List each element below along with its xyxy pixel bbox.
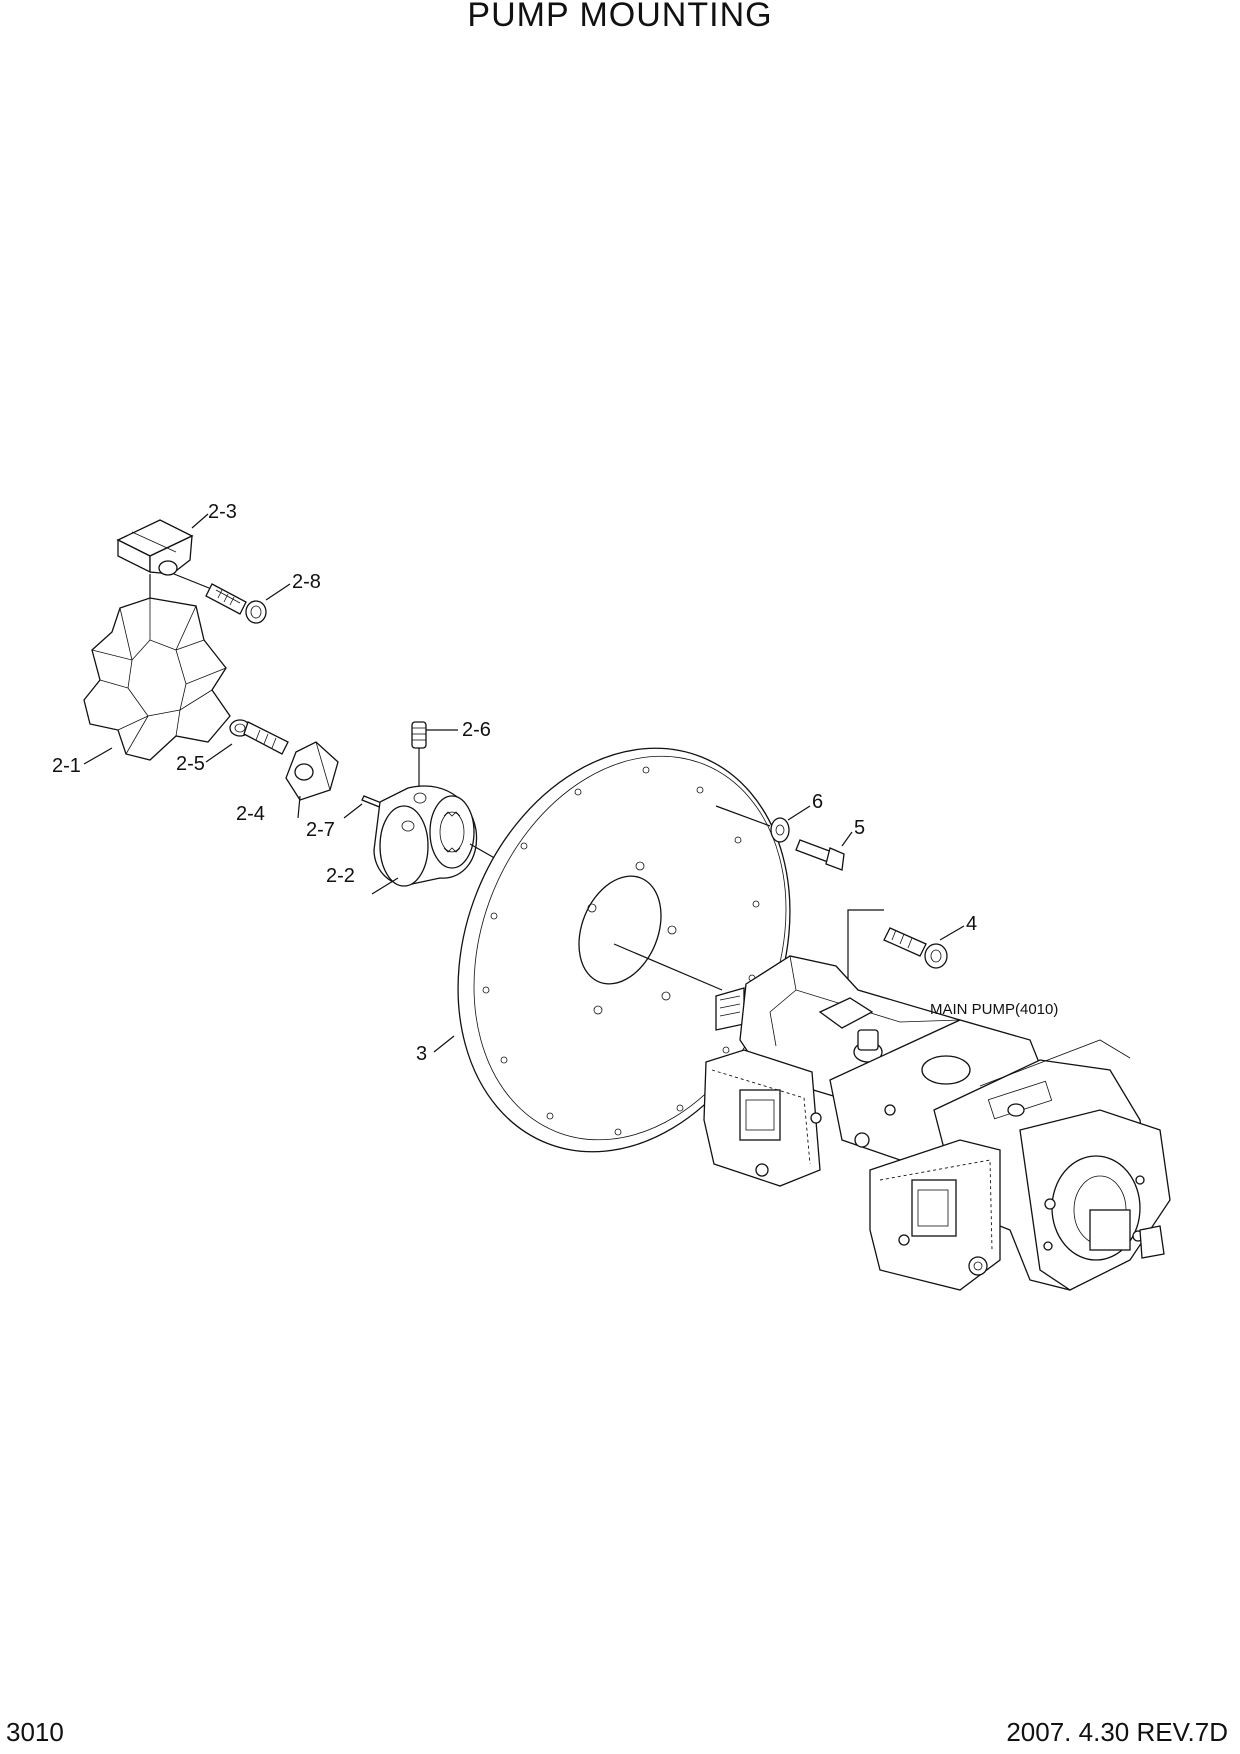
page-number: 3010 xyxy=(6,1717,64,1747)
leader-2-7 xyxy=(343,803,363,819)
callout-5: 5 xyxy=(854,817,865,839)
callout-2-6: 2-6 xyxy=(462,719,491,741)
leader-3 xyxy=(433,1035,455,1053)
callout-2-1: 2-1 xyxy=(52,755,81,777)
callout-2-5: 2-5 xyxy=(176,753,205,775)
axis-6 xyxy=(715,805,771,827)
callout-4: 4 xyxy=(966,913,977,935)
part-2-5-screw[interactable] xyxy=(229,719,289,755)
leader-2-4 xyxy=(297,795,301,819)
part-2-6-set-screw[interactable] xyxy=(411,721,427,749)
part-2-1-rubber-element[interactable] xyxy=(83,597,231,761)
leader-4 xyxy=(939,925,965,941)
leader-2-3 xyxy=(191,513,209,529)
callout-2-4: 2-4 xyxy=(236,803,265,825)
part-2-4-wedge[interactable] xyxy=(285,741,339,801)
callout-2-3: 2-3 xyxy=(208,501,237,523)
page-title: PUMP MOUNTING xyxy=(467,0,773,34)
revision-date: 2007. 4.30 REV.7D xyxy=(1006,1717,1228,1747)
part-3-flange-plate[interactable] xyxy=(400,698,849,1202)
leader-5 xyxy=(841,831,853,847)
part-6-washer[interactable] xyxy=(770,817,790,843)
leader-2-8 xyxy=(265,583,291,601)
axis-2-8 xyxy=(173,573,215,591)
leader-4-axis xyxy=(847,909,884,990)
part-2-2-hub[interactable] xyxy=(373,785,478,887)
axis-flange xyxy=(613,943,723,991)
main-pump-assembly[interactable] xyxy=(703,955,1171,1291)
callout-2-2: 2-2 xyxy=(326,865,355,887)
main-pump-label: MAIN PUMP(4010) xyxy=(930,1001,1058,1018)
leader-2-5 xyxy=(205,743,233,763)
callout-3: 3 xyxy=(416,1043,427,1065)
part-5-bolt[interactable] xyxy=(795,839,845,871)
leader-2-1 xyxy=(83,747,113,765)
part-2-3-clamp[interactable] xyxy=(116,519,194,576)
callout-2-8: 2-8 xyxy=(292,571,321,593)
callout-6: 6 xyxy=(812,791,823,813)
callout-2-7: 2-7 xyxy=(306,819,335,841)
leader-6 xyxy=(787,805,811,821)
leader-2-2 xyxy=(371,877,399,895)
part-2-8-screw[interactable] xyxy=(205,583,267,624)
part-4-screw[interactable] xyxy=(883,927,948,969)
